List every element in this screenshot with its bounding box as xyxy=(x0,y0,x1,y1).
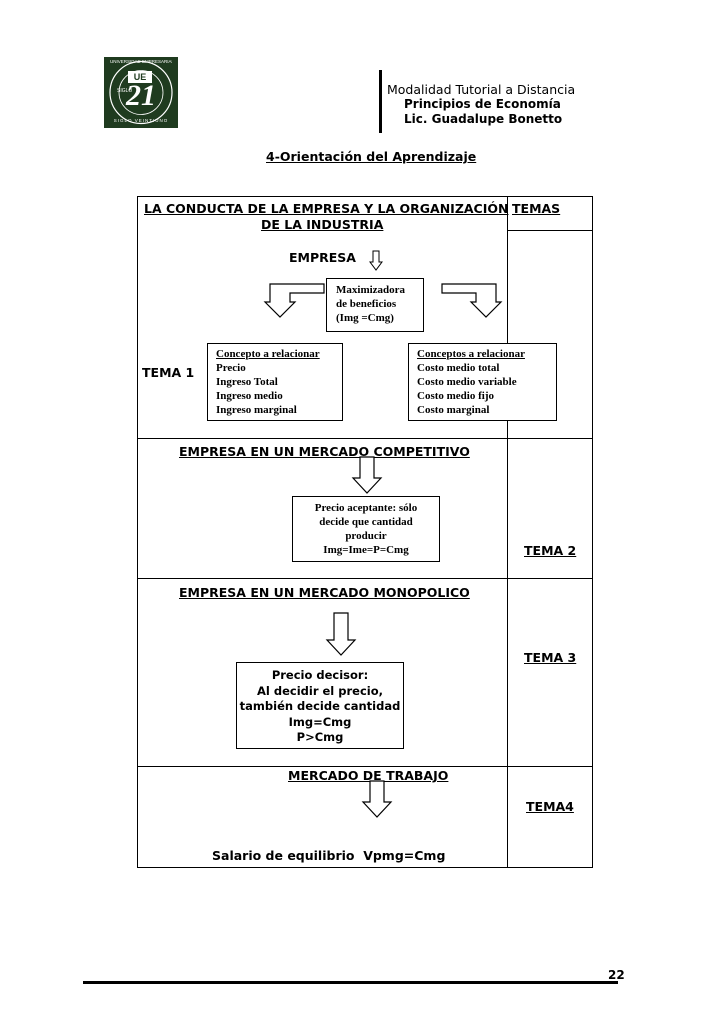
table-col-divider xyxy=(507,196,508,868)
concepto-left-item: Precio xyxy=(216,362,246,374)
table-heading-line2: DE LA INDUSTRIA xyxy=(261,217,384,232)
arrow-down-icon xyxy=(369,250,383,271)
arrow-down-icon xyxy=(361,780,393,818)
decisor-line-2: Al decidir el precio, xyxy=(257,683,383,698)
table-heading-line1: LA CONDUCTA DE LA EMPRESA Y LA ORGANIZAC… xyxy=(144,201,509,216)
max-line-1: Maximizadora xyxy=(336,284,406,296)
header-modalidad: Modalidad Tutorial a Distancia xyxy=(387,82,576,97)
arrow-down-icon xyxy=(351,456,383,494)
logo-bottom-text: SIGLO VEINTIUNO xyxy=(113,118,169,123)
header-author: Lic. Guadalupe Bonetto xyxy=(404,112,563,126)
footer-rule xyxy=(83,981,618,984)
precio-decisor-box: Precio decisor: Al decidir el precio, ta… xyxy=(236,662,404,749)
temas-header: TEMAS xyxy=(512,201,561,216)
logo-top-text: UNIVERSIDAD EMPRESARIAL xyxy=(110,59,172,64)
max-line-3: (Img =Cmg) xyxy=(336,312,394,324)
decisor-line-1: Precio decisor: xyxy=(271,668,369,682)
tema-4-label: TEMA4 xyxy=(526,799,574,814)
decisor-line-5: P>Cmg xyxy=(296,730,344,744)
aceptante-line-2: decide que cantidad xyxy=(319,516,413,528)
concepto-right-title: Conceptos a relacionar xyxy=(417,348,525,360)
tema-1-label: TEMA 1 xyxy=(142,365,195,380)
row-divider-3 xyxy=(137,766,593,767)
university-logo: UE 21 SIGLO UNIVERSIDAD EMPRESARIAL SIGL… xyxy=(104,57,178,128)
aceptante-line-1: Precio aceptante: sólo xyxy=(314,502,418,514)
concepto-box-right: Conceptos a relacionar Costo medio total… xyxy=(408,343,557,421)
concepto-box-left: Concepto a relacionar Precio Ingreso Tot… xyxy=(207,343,343,421)
row4-heading: MERCADO DE TRABAJO xyxy=(288,768,449,783)
logo-small-text: SIGLO xyxy=(117,88,133,94)
row-divider-1 xyxy=(137,438,593,439)
empresa-label: EMPRESA xyxy=(289,250,356,265)
maximizadora-box: Maximizadora de beneficios (Img =Cmg) xyxy=(326,278,424,332)
precio-aceptante-box: Precio aceptante: sólo decide que cantid… xyxy=(292,496,440,562)
tema-3-label: TEMA 3 xyxy=(524,650,577,665)
arrow-down-icon xyxy=(325,612,357,656)
concepto-right-item: Costo medio variable xyxy=(417,376,517,388)
concepto-right-item: Costo medio total xyxy=(417,362,500,374)
orientation-table xyxy=(137,196,593,868)
row2-heading: EMPRESA EN UN MERCADO COMPETITIVO xyxy=(179,444,470,459)
aceptante-line-4: Img=Ime=P=Cmg xyxy=(323,544,409,556)
max-line-2: de beneficios xyxy=(336,298,397,310)
concepto-left-item: Ingreso marginal xyxy=(216,404,297,416)
temas-header-line xyxy=(507,230,593,231)
row3-heading: EMPRESA EN UN MERCADO MONOPOLICO xyxy=(179,585,470,600)
page-number: 22 xyxy=(608,968,625,982)
row-divider-2 xyxy=(137,578,593,579)
logo-emblem-icon xyxy=(109,60,173,125)
header-course: Principios de Economía xyxy=(404,97,561,111)
concepto-left-item: Ingreso medio xyxy=(216,390,283,402)
logo-number: 21 xyxy=(126,79,156,112)
concepto-right-item: Costo marginal xyxy=(417,404,490,416)
concepto-left-item: Ingreso Total xyxy=(216,376,278,388)
section-title: 4-Orientación del Aprendizaje xyxy=(266,149,477,164)
bent-arrow-right-icon xyxy=(441,283,503,318)
logo-badge: UE xyxy=(128,71,152,83)
aceptante-line-3: producir xyxy=(345,530,387,542)
concepto-right-item: Costo medio fijo xyxy=(417,390,494,402)
header-divider xyxy=(379,70,382,133)
concepto-left-title: Concepto a relacionar xyxy=(216,348,320,360)
tema-2-label: TEMA 2 xyxy=(524,543,577,558)
salario-equilibrio: Salario de equilibrio Vpmg=Cmg xyxy=(212,848,446,863)
decisor-line-3: también decide cantidad xyxy=(239,699,401,713)
bent-arrow-left-icon xyxy=(263,283,325,318)
decisor-line-4: Img=Cmg xyxy=(288,714,352,729)
